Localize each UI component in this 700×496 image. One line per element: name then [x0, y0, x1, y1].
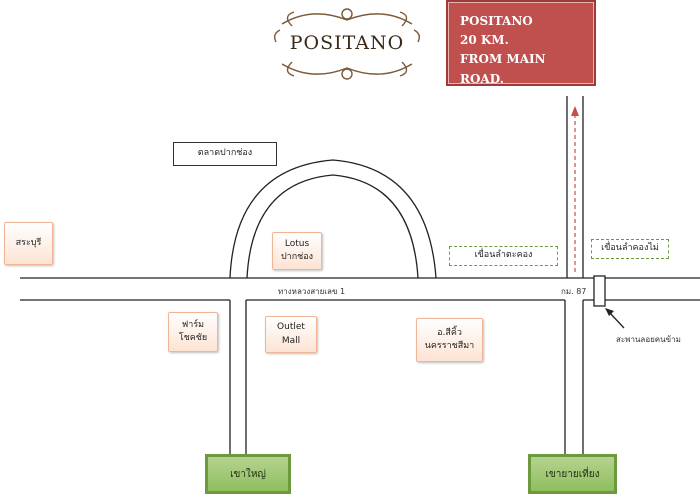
- landmark-label: สระบุรี: [15, 237, 42, 248]
- landmark-label-line1: Lotus: [284, 238, 310, 249]
- landmark-label-line2: นครราชสีมา: [424, 341, 475, 351]
- highway-label: ทางหลวงสายเลข 1: [278, 287, 346, 296]
- pedestrian-bridge: [593, 275, 606, 307]
- landmark-saraburi: สระบุรี: [4, 222, 53, 265]
- landmark-label: เขื่อนลำตะคอง: [474, 250, 533, 261]
- arch-inner: [246, 174, 419, 279]
- destination-khao-yai-yiang: เขายายเที่ยง: [528, 454, 617, 494]
- bridge-pointer-arrow: [605, 308, 625, 329]
- landmark-label-line2: Mall: [281, 335, 301, 346]
- landmark-label: เขื่อนลำคองไม่: [601, 243, 659, 254]
- km-label: กม. 87: [561, 287, 587, 296]
- landmark-label-line1: Outlet: [277, 322, 305, 332]
- info-line-title: POSITANO: [460, 14, 533, 28]
- landmark-label-line2: โชคชัย: [178, 333, 208, 343]
- ornament-icon: [273, 8, 421, 80]
- destination-label: เขายายเที่ยง: [545, 468, 600, 480]
- destination-label: เขาใหญ่: [230, 468, 266, 480]
- bridge-label: สะพานลอยคนข้าม: [616, 335, 681, 344]
- landmark-talat-pak-chong: ตลาดปากช่อง: [173, 142, 277, 166]
- landmark-sikhio: อ.สีคิ้ว นครราชสีมา: [416, 318, 483, 362]
- destination-khao-yai: เขาใหญ่: [205, 454, 291, 494]
- landmark-label-line1: อ.สีคิ้ว: [437, 327, 462, 338]
- landmark-dashed-right: เขื่อนลำคองไม่: [591, 239, 669, 259]
- landmark-farm: ฟาร์ม โชคชัย: [168, 312, 218, 352]
- direction-arrow: [571, 106, 579, 272]
- roads: [20, 96, 700, 458]
- landmark-label-line2: ปากช่อง: [280, 252, 314, 262]
- info-box: POSITANO 20 KM. FROM MAIN ROAD.: [446, 0, 596, 86]
- landmark-outlet-mall: Outlet Mall: [265, 316, 317, 353]
- positano-logo: POSITANO: [272, 4, 422, 84]
- arch-outer: [229, 159, 437, 279]
- logo-text: POSITANO: [289, 32, 405, 54]
- landmark-dashed-left: เขื่อนลำตะคอง: [449, 246, 558, 266]
- landmark-label: ตลาดปากช่อง: [197, 148, 253, 159]
- landmark-lotus: Lotus ปากช่อง: [272, 232, 322, 270]
- info-line-distance: 20 KM.: [460, 33, 509, 48]
- landmark-label-line1: ฟาร์ม: [181, 319, 205, 330]
- info-line-note: FROM MAIN ROAD.: [460, 52, 546, 86]
